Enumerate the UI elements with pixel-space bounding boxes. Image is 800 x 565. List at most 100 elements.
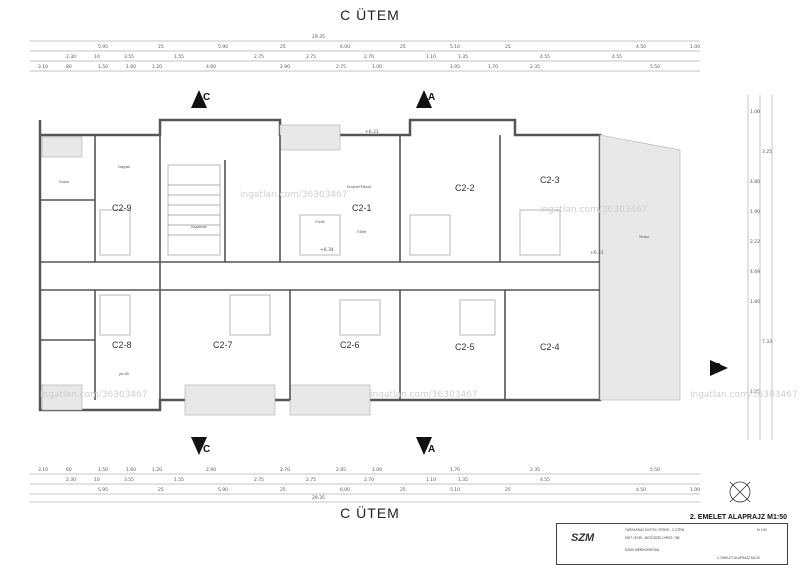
top-dim: 25 <box>158 45 164 50</box>
top-dim: 1.35 <box>458 55 469 60</box>
watermark: ingatlan.com/36303467 <box>370 390 478 400</box>
side-dim: 1.25 <box>750 390 761 395</box>
bottom-dim: 1.20 <box>152 468 163 473</box>
bottom-dim: 1.70 <box>450 468 461 473</box>
bottom-dim: 1.50 <box>98 468 109 473</box>
level-mark: +6.21 <box>365 130 379 135</box>
bottom-dim: 2.75 <box>254 478 265 483</box>
unit-label-c2-5: C2-5 <box>455 342 475 352</box>
top-dim: 4.55 <box>612 55 623 60</box>
top-dim: 5.95 <box>98 45 109 50</box>
room-label: pm 85 <box>119 372 129 376</box>
unit-label-c2-3: C2-3 <box>540 175 560 185</box>
section-mark-c-bottom: C <box>203 444 211 455</box>
room-label: Kazánház <box>191 225 207 229</box>
bottom-dim: 1.55 <box>174 478 185 483</box>
watermark: ingatlan.com/36303467 <box>540 205 648 215</box>
top-dim: 5.90 <box>218 45 229 50</box>
bottom-dim: 25 <box>280 488 286 493</box>
top-dim: 6.00 <box>340 45 351 50</box>
unit-label-c2-9: C2-9 <box>112 203 132 213</box>
top-dim: 10 <box>94 55 100 60</box>
top-dim: 3.10 <box>38 65 49 70</box>
title-block-scale: M 1:50 <box>757 528 767 532</box>
side-dim: 1.90 <box>750 210 761 215</box>
bottom-dim: 5.50 <box>650 468 661 473</box>
top-dim: 25 <box>400 45 406 50</box>
bottom-dim: 2.70 <box>364 478 375 483</box>
section-mark-a-top: A <box>428 92 436 103</box>
bottom-dim: 2.90 <box>206 468 217 473</box>
title-bottom: C ÜTEM <box>340 505 400 521</box>
section-mark-c-top: C <box>203 92 211 103</box>
top-dim: 4.55 <box>540 55 551 60</box>
watermark: ingatlan.com/36303467 <box>690 390 798 400</box>
top-dim: 2.35 <box>530 65 541 70</box>
bottom-dim-total: 29.35 <box>312 496 325 501</box>
side-dim: 4.80 <box>750 180 761 185</box>
unit-label-c2-7: C2-7 <box>213 340 233 350</box>
bottom-dim: 3.55 <box>124 478 135 483</box>
bottom-dim: 4.50 <box>636 488 647 493</box>
bottom-dim: 4.55 <box>540 478 551 483</box>
top-dim: 1.10 <box>426 55 437 60</box>
bottom-dim: 2.70 <box>280 468 291 473</box>
unit-label-c2-8: C2-8 <box>112 340 132 350</box>
bottom-dim: 1.00 <box>372 468 383 473</box>
title-block-designer: SZMO MÉRNÖKIRODA <box>625 548 660 552</box>
bottom-dim: 1.10 <box>426 478 437 483</box>
side-dim: 1.80 <box>750 300 761 305</box>
title-block-address: 9027 LÉVÉL, MEZŐSZÉLI HRSZ: 788 <box>625 536 680 540</box>
bottom-dim: 2.35 <box>530 468 541 473</box>
side-dim: 1.00 <box>750 110 761 115</box>
bottom-dim: 60 <box>66 468 72 473</box>
room-label: Fürdő <box>315 220 325 224</box>
top-dim: 2.75 <box>254 55 265 60</box>
top-dim: 25 <box>280 45 286 50</box>
bottom-dim: 5.90 <box>218 488 229 493</box>
bottom-dim: 3.10 <box>38 468 49 473</box>
side-dim: 3.25 <box>762 150 773 155</box>
bottom-dim: 5.95 <box>98 488 109 493</box>
room-label: Konyha+Étkező <box>346 185 372 189</box>
bottom-dim: 1.35 <box>458 478 469 483</box>
company-logo: SZM <box>571 532 595 544</box>
sheet-title: 2. EMELET ALAPRAJZ M1:50 <box>690 514 787 521</box>
top-dim: 1.20 <box>152 65 163 70</box>
top-dim: 80 <box>66 65 72 70</box>
section-mark-b: B <box>714 362 722 373</box>
top-dim: 1.60 <box>126 65 137 70</box>
bottom-dim: 2.85 <box>336 468 347 473</box>
bottom-dim: 1.60 <box>126 468 137 473</box>
bottom-dim: 25 <box>505 488 511 493</box>
watermark: ingatlan.com/36303467 <box>240 190 348 200</box>
top-dim: 2.30 <box>66 55 77 60</box>
section-mark-a-bottom: A <box>428 444 436 455</box>
unit-label-c2-4: C2-4 <box>540 342 560 352</box>
top-dim: 2.90 <box>280 65 291 70</box>
side-dim: 4.69 <box>750 270 761 275</box>
side-dim: 2.22 <box>750 240 761 245</box>
top-dim: 2.70 <box>364 55 375 60</box>
room-label: Szoba <box>59 180 69 184</box>
top-dim: 1.00 <box>372 65 383 70</box>
room-label: Előtér <box>357 230 367 234</box>
unit-label-c2-2: C2-2 <box>455 183 475 193</box>
top-dim: 1.50 <box>98 65 109 70</box>
watermark: ingatlan.com/36303467 <box>40 390 148 400</box>
title-block-project: TÁRSASHÁZ KIVITELI TERVE - C ÜTEM <box>625 528 685 532</box>
room-label: Nappali <box>118 165 130 169</box>
bottom-dim: 2.75 <box>306 478 317 483</box>
top-dim: 2.75 <box>306 55 317 60</box>
top-dim-total: 29.35 <box>312 35 325 40</box>
bottom-dim: 25 <box>158 488 164 493</box>
bottom-dim: 10 <box>94 478 100 483</box>
top-dim: 1.00 <box>690 45 701 50</box>
top-dim: 4.60 <box>206 65 217 70</box>
unit-label-c2-6: C2-6 <box>340 340 360 350</box>
top-dim: 1.70 <box>488 65 499 70</box>
bottom-dim: 2.30 <box>66 478 77 483</box>
top-dim: 1.55 <box>174 55 185 60</box>
top-dim: 2.75 <box>336 65 347 70</box>
